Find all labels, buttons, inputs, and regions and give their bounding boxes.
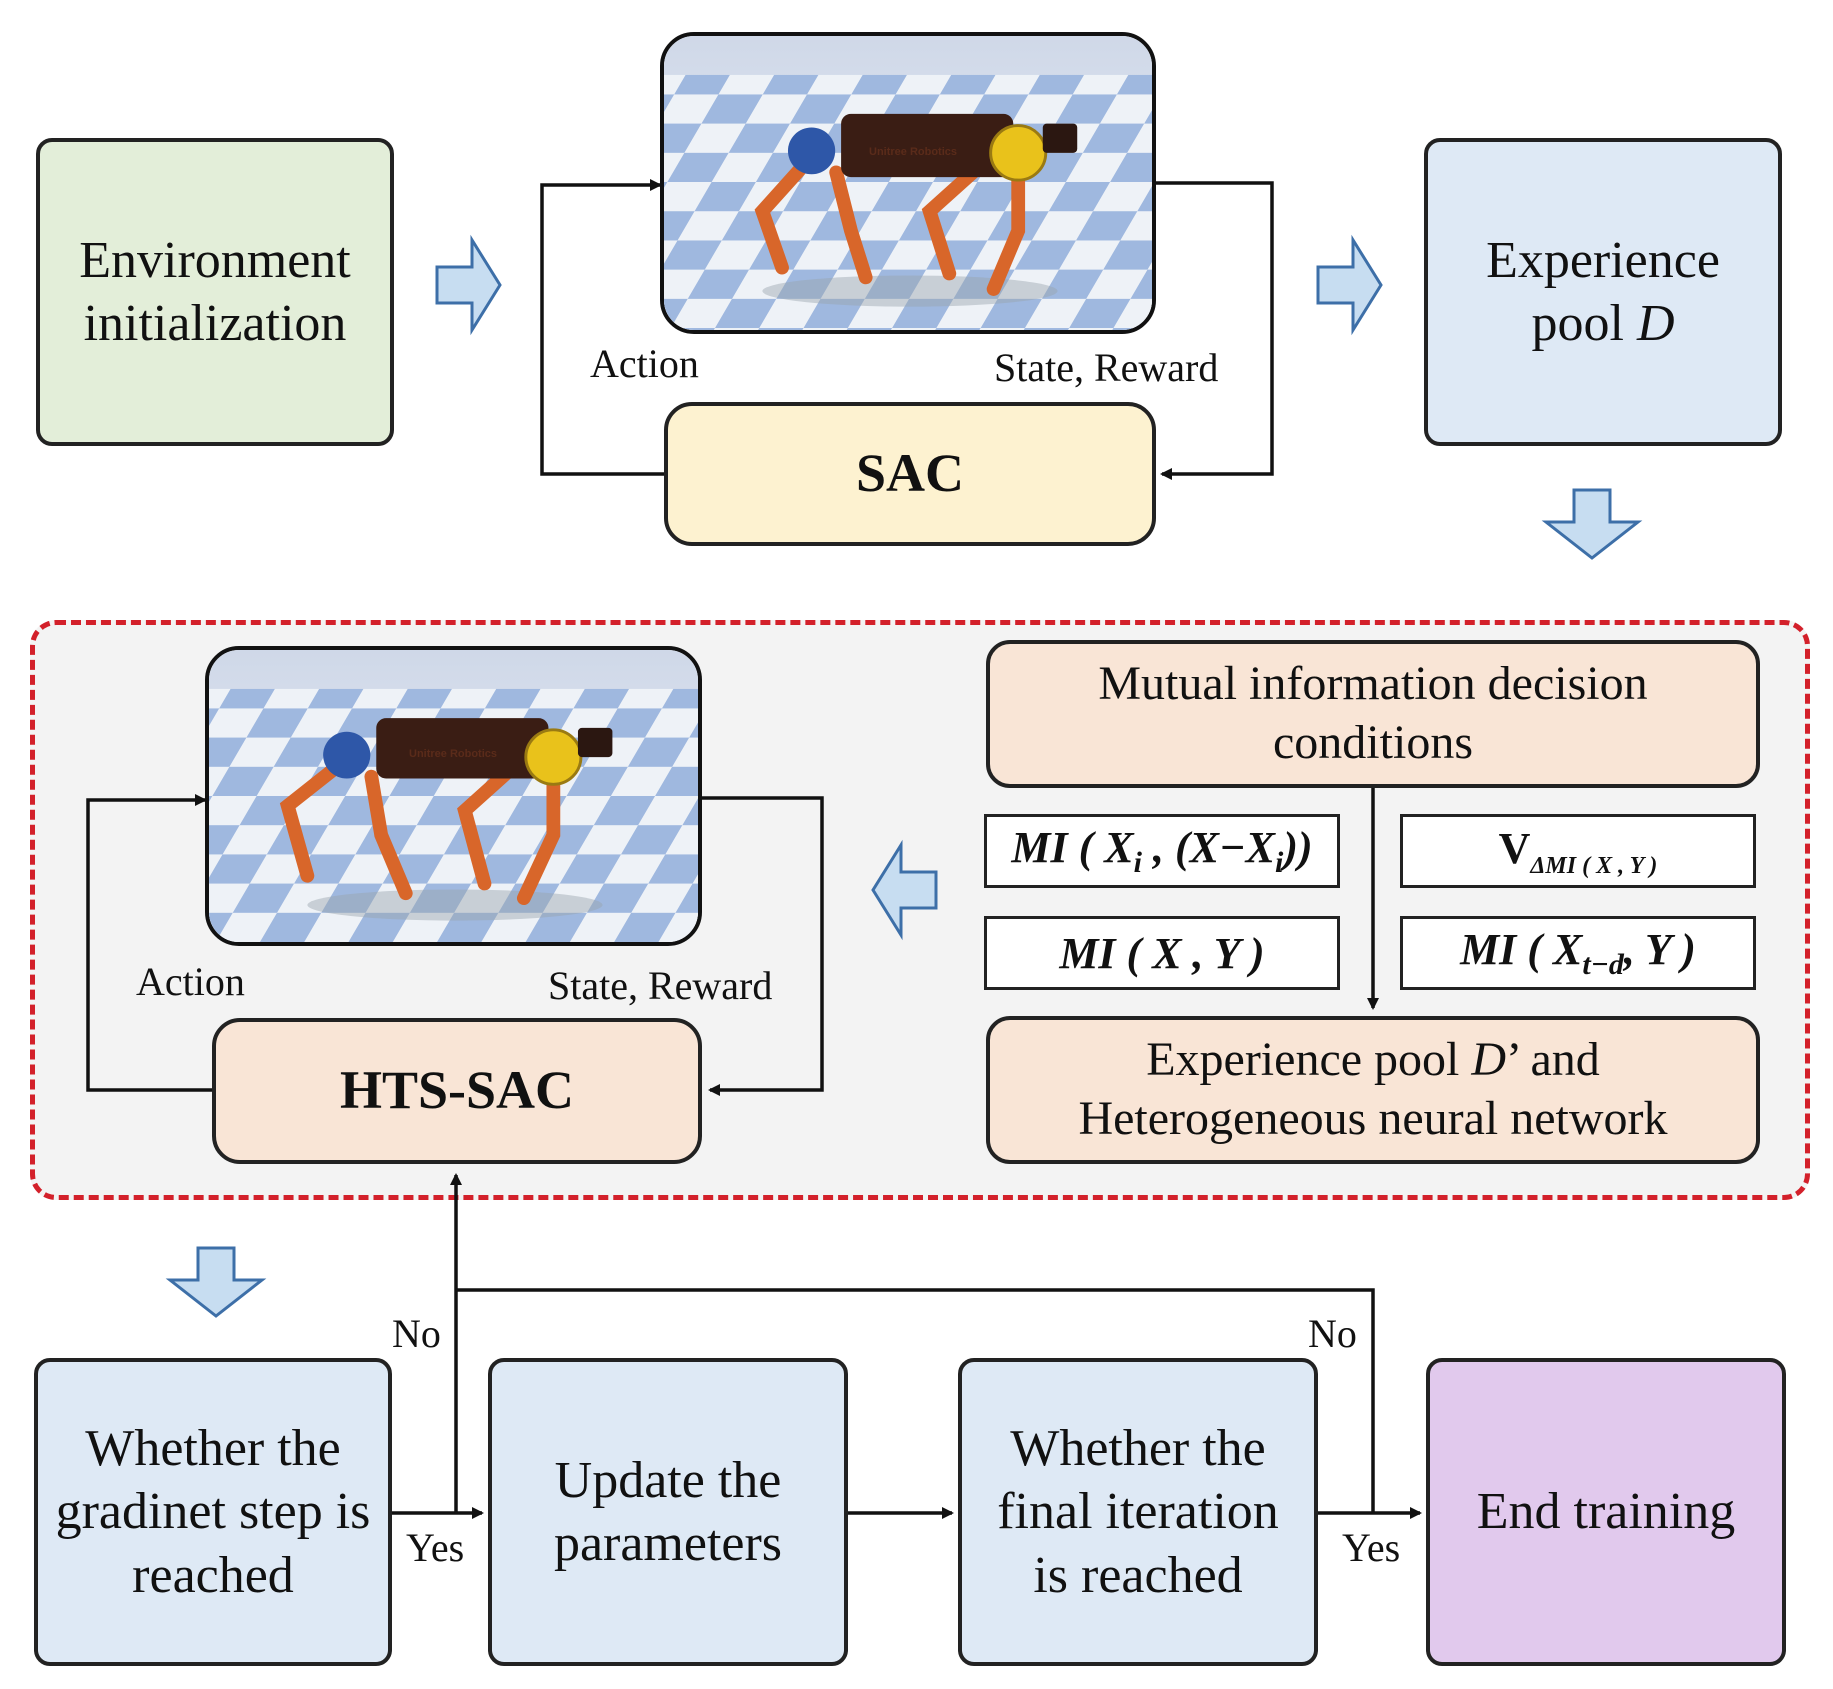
formula-mi-xy-text: MI ( X , Y ) — [1059, 928, 1265, 978]
formula-v-delta-mi-text: VΔMI ( X , Y ) — [1498, 823, 1658, 879]
end-training-box: End training — [1426, 1358, 1786, 1666]
sac-box: SAC — [664, 402, 1156, 546]
environment-initialization-box: Environment initialization — [36, 138, 394, 446]
mid-state-reward-label: State, Reward — [548, 963, 773, 1008]
top-action-arrow — [540, 179, 664, 476]
top-action-label: Action — [590, 341, 699, 386]
update-parameters-box: Update the parameters — [488, 1358, 848, 1666]
yes-left-label: Yes — [406, 1525, 465, 1570]
quadruped-robot-scene-2 — [209, 650, 698, 942]
no-right-line — [456, 1288, 1375, 1513]
block-arrow-left-1 — [871, 839, 938, 941]
block-arrow-right-1 — [435, 234, 502, 336]
final-iteration-check-label: Whether the final iteration is reached — [997, 1419, 1279, 1604]
mid-action-label: Action — [136, 959, 245, 1004]
quadruped-robot-scene — [664, 36, 1152, 330]
top-state-reward-label: State, Reward — [994, 345, 1219, 390]
update-parameters-label: Update the parameters — [553, 1451, 783, 1572]
formula-mi-xy: MI ( X , Y ) — [984, 916, 1340, 990]
top-simulation-image: Unitree Robotics — [660, 32, 1156, 334]
middle-simulation-image: Unitree Robotics — [205, 646, 702, 946]
gradient-step-check-box: Whether the gradinet step is reached — [34, 1358, 392, 1666]
end-training-label: End training — [1476, 1483, 1736, 1541]
experience-pool-d-box: Experience pool D — [1424, 138, 1782, 446]
mi-decision-conditions-label: Mutual information decision conditions — [1098, 657, 1648, 769]
experience-pool-d-label: Experience pool D — [1486, 231, 1720, 352]
formula-v-delta-mi: VΔMI ( X , Y ) — [1400, 814, 1756, 888]
mid-scene-brand: Unitree Robotics — [409, 748, 498, 760]
mid-state-reward-arrow — [702, 796, 824, 1096]
no-right-label: No — [1308, 1311, 1357, 1356]
final-iteration-check-box: Whether the final iteration is reached — [958, 1358, 1318, 1666]
formula-mi-xtd: MI ( Xt−d, Y ) — [1400, 916, 1756, 990]
sac-label: SAC — [855, 443, 965, 504]
formula-mi-xi: MI ( Xi , (X−Xi)) — [984, 814, 1340, 888]
environment-initialization-label: Environment initialization — [79, 231, 351, 352]
top-scene-brand: Unitree Robotics — [869, 146, 958, 158]
formula-mi-xi-text: MI ( Xi , (X−Xi)) — [1011, 823, 1313, 879]
hts-sac-label: HTS-SAC — [339, 1060, 575, 1121]
mi-decision-conditions-box: Mutual information decision conditions — [986, 640, 1760, 788]
pool-d-prime-line: Experience pool D’ and — [1146, 1033, 1600, 1087]
gradient-step-check-label: Whether the gradinet step is reached — [55, 1419, 371, 1604]
experience-pool-heterogeneous-box: Experience pool D’ and Heterogeneous neu… — [986, 1016, 1760, 1164]
block-arrow-down-2 — [165, 1246, 267, 1318]
heterogeneous-network-line: Heterogeneous neural network — [1078, 1092, 1668, 1145]
formula-mi-xtd-text: MI ( Xt−d, Y ) — [1460, 925, 1696, 981]
block-arrow-down-1 — [1541, 488, 1643, 560]
yes-right-label: Yes — [1342, 1525, 1401, 1570]
block-arrow-right-2 — [1316, 234, 1383, 336]
top-state-reward-arrow — [1156, 181, 1274, 480]
hts-sac-box: HTS-SAC — [212, 1018, 702, 1164]
no-left-label: No — [392, 1311, 441, 1356]
mid-action-arrow — [86, 794, 212, 1092]
